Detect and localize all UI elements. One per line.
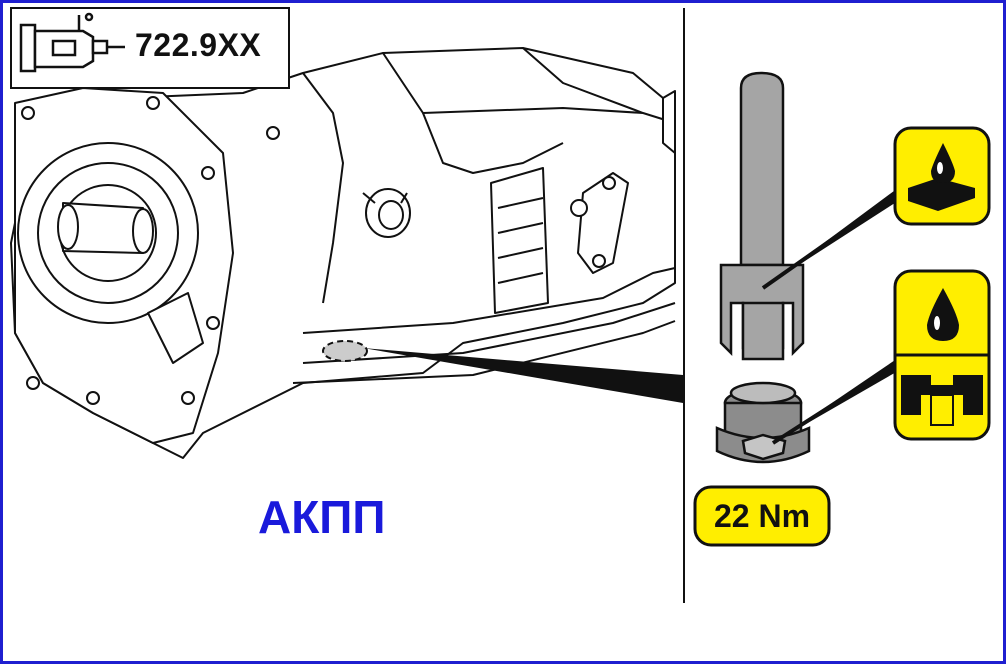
diagram-canvas [10, 7, 991, 603]
model-code-label: 722.9XX [135, 27, 262, 63]
oil-drop-icon [893, 269, 991, 441]
oil-pan-rim [302, 267, 676, 334]
torque-badge-bg [693, 485, 831, 547]
electrical-connector [362, 188, 411, 238]
selector-lever [570, 172, 629, 274]
drain-plug [715, 381, 811, 464]
leader-wedge [363, 348, 683, 403]
torque-value: 22 Nm [713, 497, 811, 534]
oil-seal-icon [893, 126, 991, 226]
model-header-box [10, 7, 290, 89]
torque-converter [17, 142, 199, 324]
transmission-illustration [10, 47, 676, 459]
drain-plug-location [322, 340, 368, 362]
component-label: АКПП [258, 491, 386, 543]
bolt-holes [21, 96, 280, 405]
case-ribs [490, 167, 549, 314]
transmission-icon [19, 12, 125, 73]
drain-tool [719, 71, 805, 361]
